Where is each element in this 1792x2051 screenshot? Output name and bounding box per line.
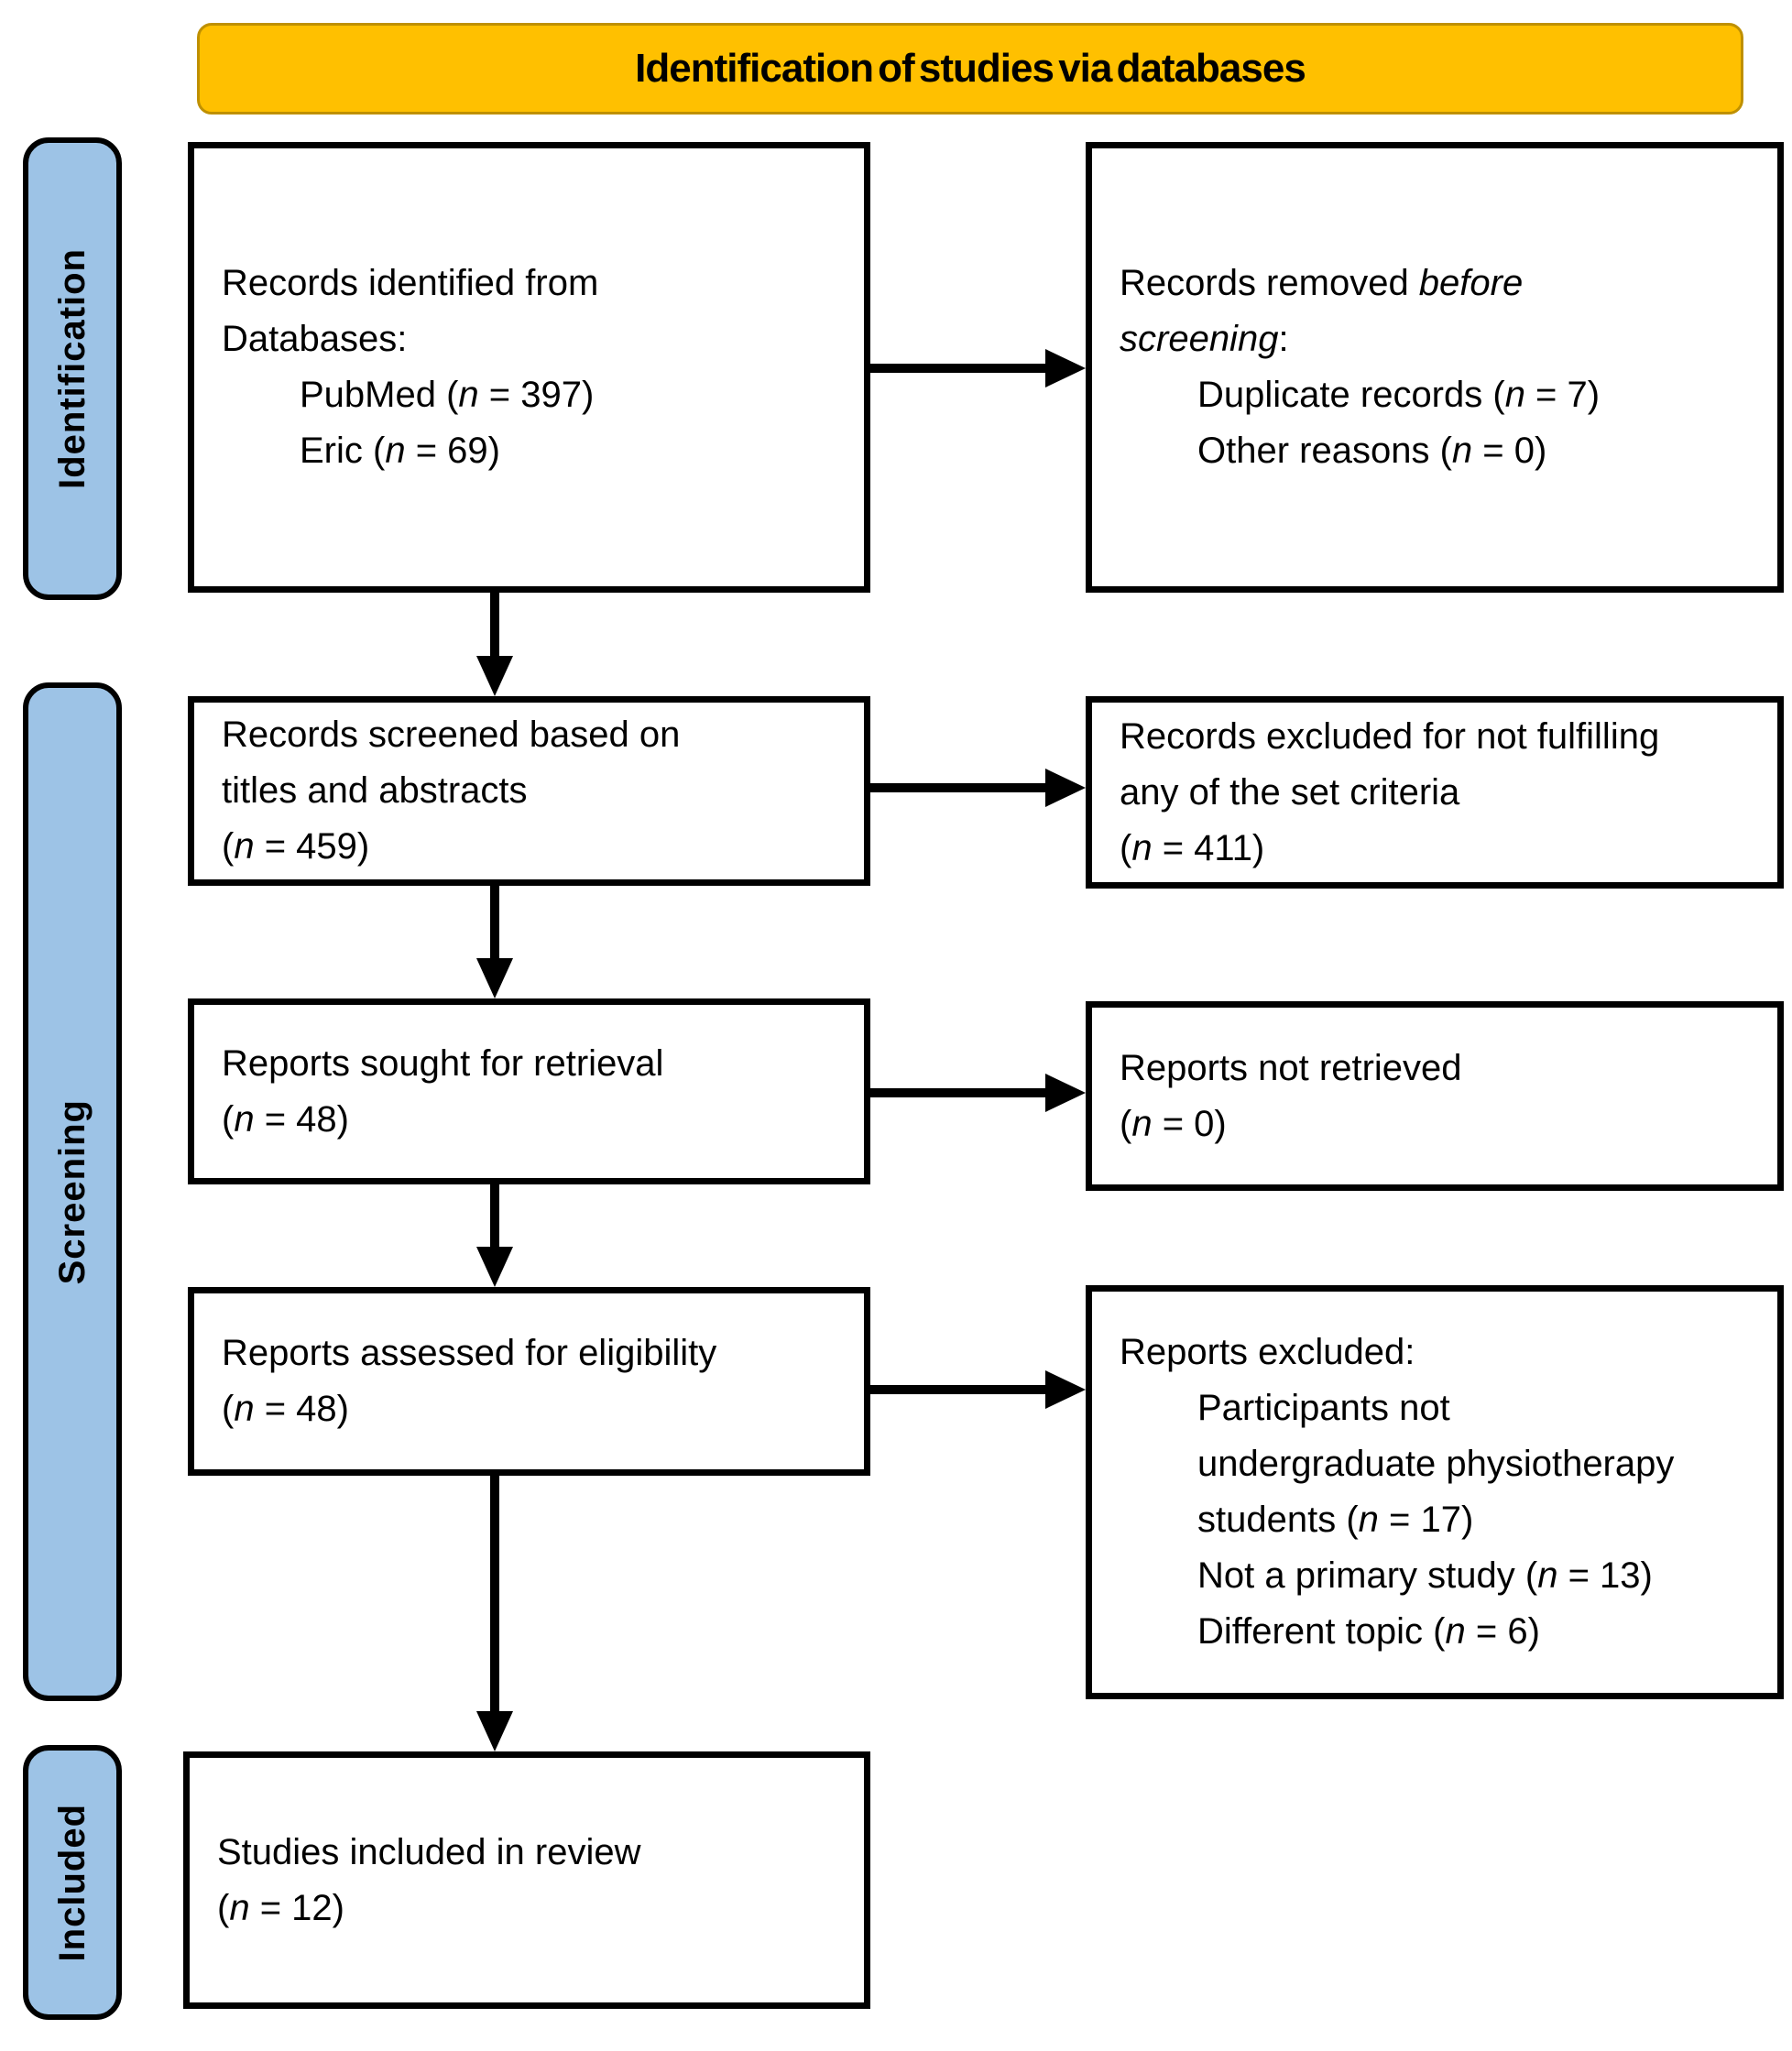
box-text-line: (n = 0) [1120,1103,1227,1144]
box-text-line: (n = 459) [222,826,370,867]
box-text-line: Reports assessed for eligibility [222,1333,717,1373]
box-text-line: screening: [1120,319,1289,359]
box-text-line: students (n = 17) [1197,1500,1474,1540]
box-text-line: Databases: [222,319,408,359]
stage-label-text: Screening [51,1098,93,1285]
box-records-removed: Records removed before screening: Duplicat… [1086,142,1784,593]
arrow-right-icon [870,364,1045,373]
box-text-line: Reports excluded: [1120,1332,1415,1372]
stage-label-included: Included [23,1745,122,2020]
box-text-line: (n = 48) [222,1389,349,1429]
box-text-line: (n = 48) [222,1098,349,1140]
arrow-right-icon [870,1385,1045,1394]
arrow-right-icon [870,1088,1045,1097]
banner-title: Identification of studies via databases [197,23,1743,115]
box-reports-assessed: Reports assessed for eligibility (n = 48) [188,1287,870,1476]
box-text-line: any of the set criteria [1120,771,1460,813]
arrow-down-icon [490,1476,499,1711]
box-records-screened: Records screened based on titles and abst… [188,696,870,886]
stage-label-text: Included [51,1803,93,1962]
box-text-line: (n = 411) [1120,827,1265,868]
box-text-line: undergraduate physiotherapy [1197,1444,1675,1484]
arrow-down-icon [490,1184,499,1247]
box-text-line: PubMed (n = 397) [300,375,595,415]
box-reports-not-retrieved: Reports not retrieved (n = 0) [1086,1001,1784,1191]
arrow-down-icon [490,886,499,958]
stage-label-identification: Identification [23,137,122,600]
box-text-line: Not a primary study (n = 13) [1197,1555,1653,1596]
box-reports-excluded: Reports excluded: Participants not undergr… [1086,1285,1784,1699]
arrow-right-icon [870,783,1045,792]
box-text-line: Studies included in review [217,1831,641,1872]
box-records-excluded: Records excluded for not fulfilling any o… [1086,696,1784,889]
box-text-line: Reports sought for retrieval [222,1042,664,1084]
box-text-line: Duplicate records (n = 7) [1197,375,1601,415]
box-studies-included: Studies included in review (n = 12) [183,1751,870,2009]
box-text-line: Different topic (n = 6) [1197,1611,1540,1652]
box-text-line: Records excluded for not fulfilling [1120,715,1660,757]
box-text-line: Reports not retrieved [1120,1047,1462,1088]
arrow-down-icon [490,593,499,656]
box-text-line: (n = 12) [217,1887,344,1928]
box-text-line: Records removed before [1120,263,1524,303]
box-reports-sought: Reports sought for retrieval (n = 48) [188,998,870,1184]
box-text-line: Records screened based on [222,715,681,755]
box-text-line: Other reasons (n = 0) [1197,431,1547,471]
box-text-line: Eric (n = 69) [300,431,500,471]
box-text-line: Records identified from [222,263,599,303]
stage-label-screening: Screening [23,682,122,1701]
stage-label-text: Identification [51,248,93,489]
box-text-line: Participants not [1197,1388,1450,1428]
box-text-line: titles and abstracts [222,770,528,811]
